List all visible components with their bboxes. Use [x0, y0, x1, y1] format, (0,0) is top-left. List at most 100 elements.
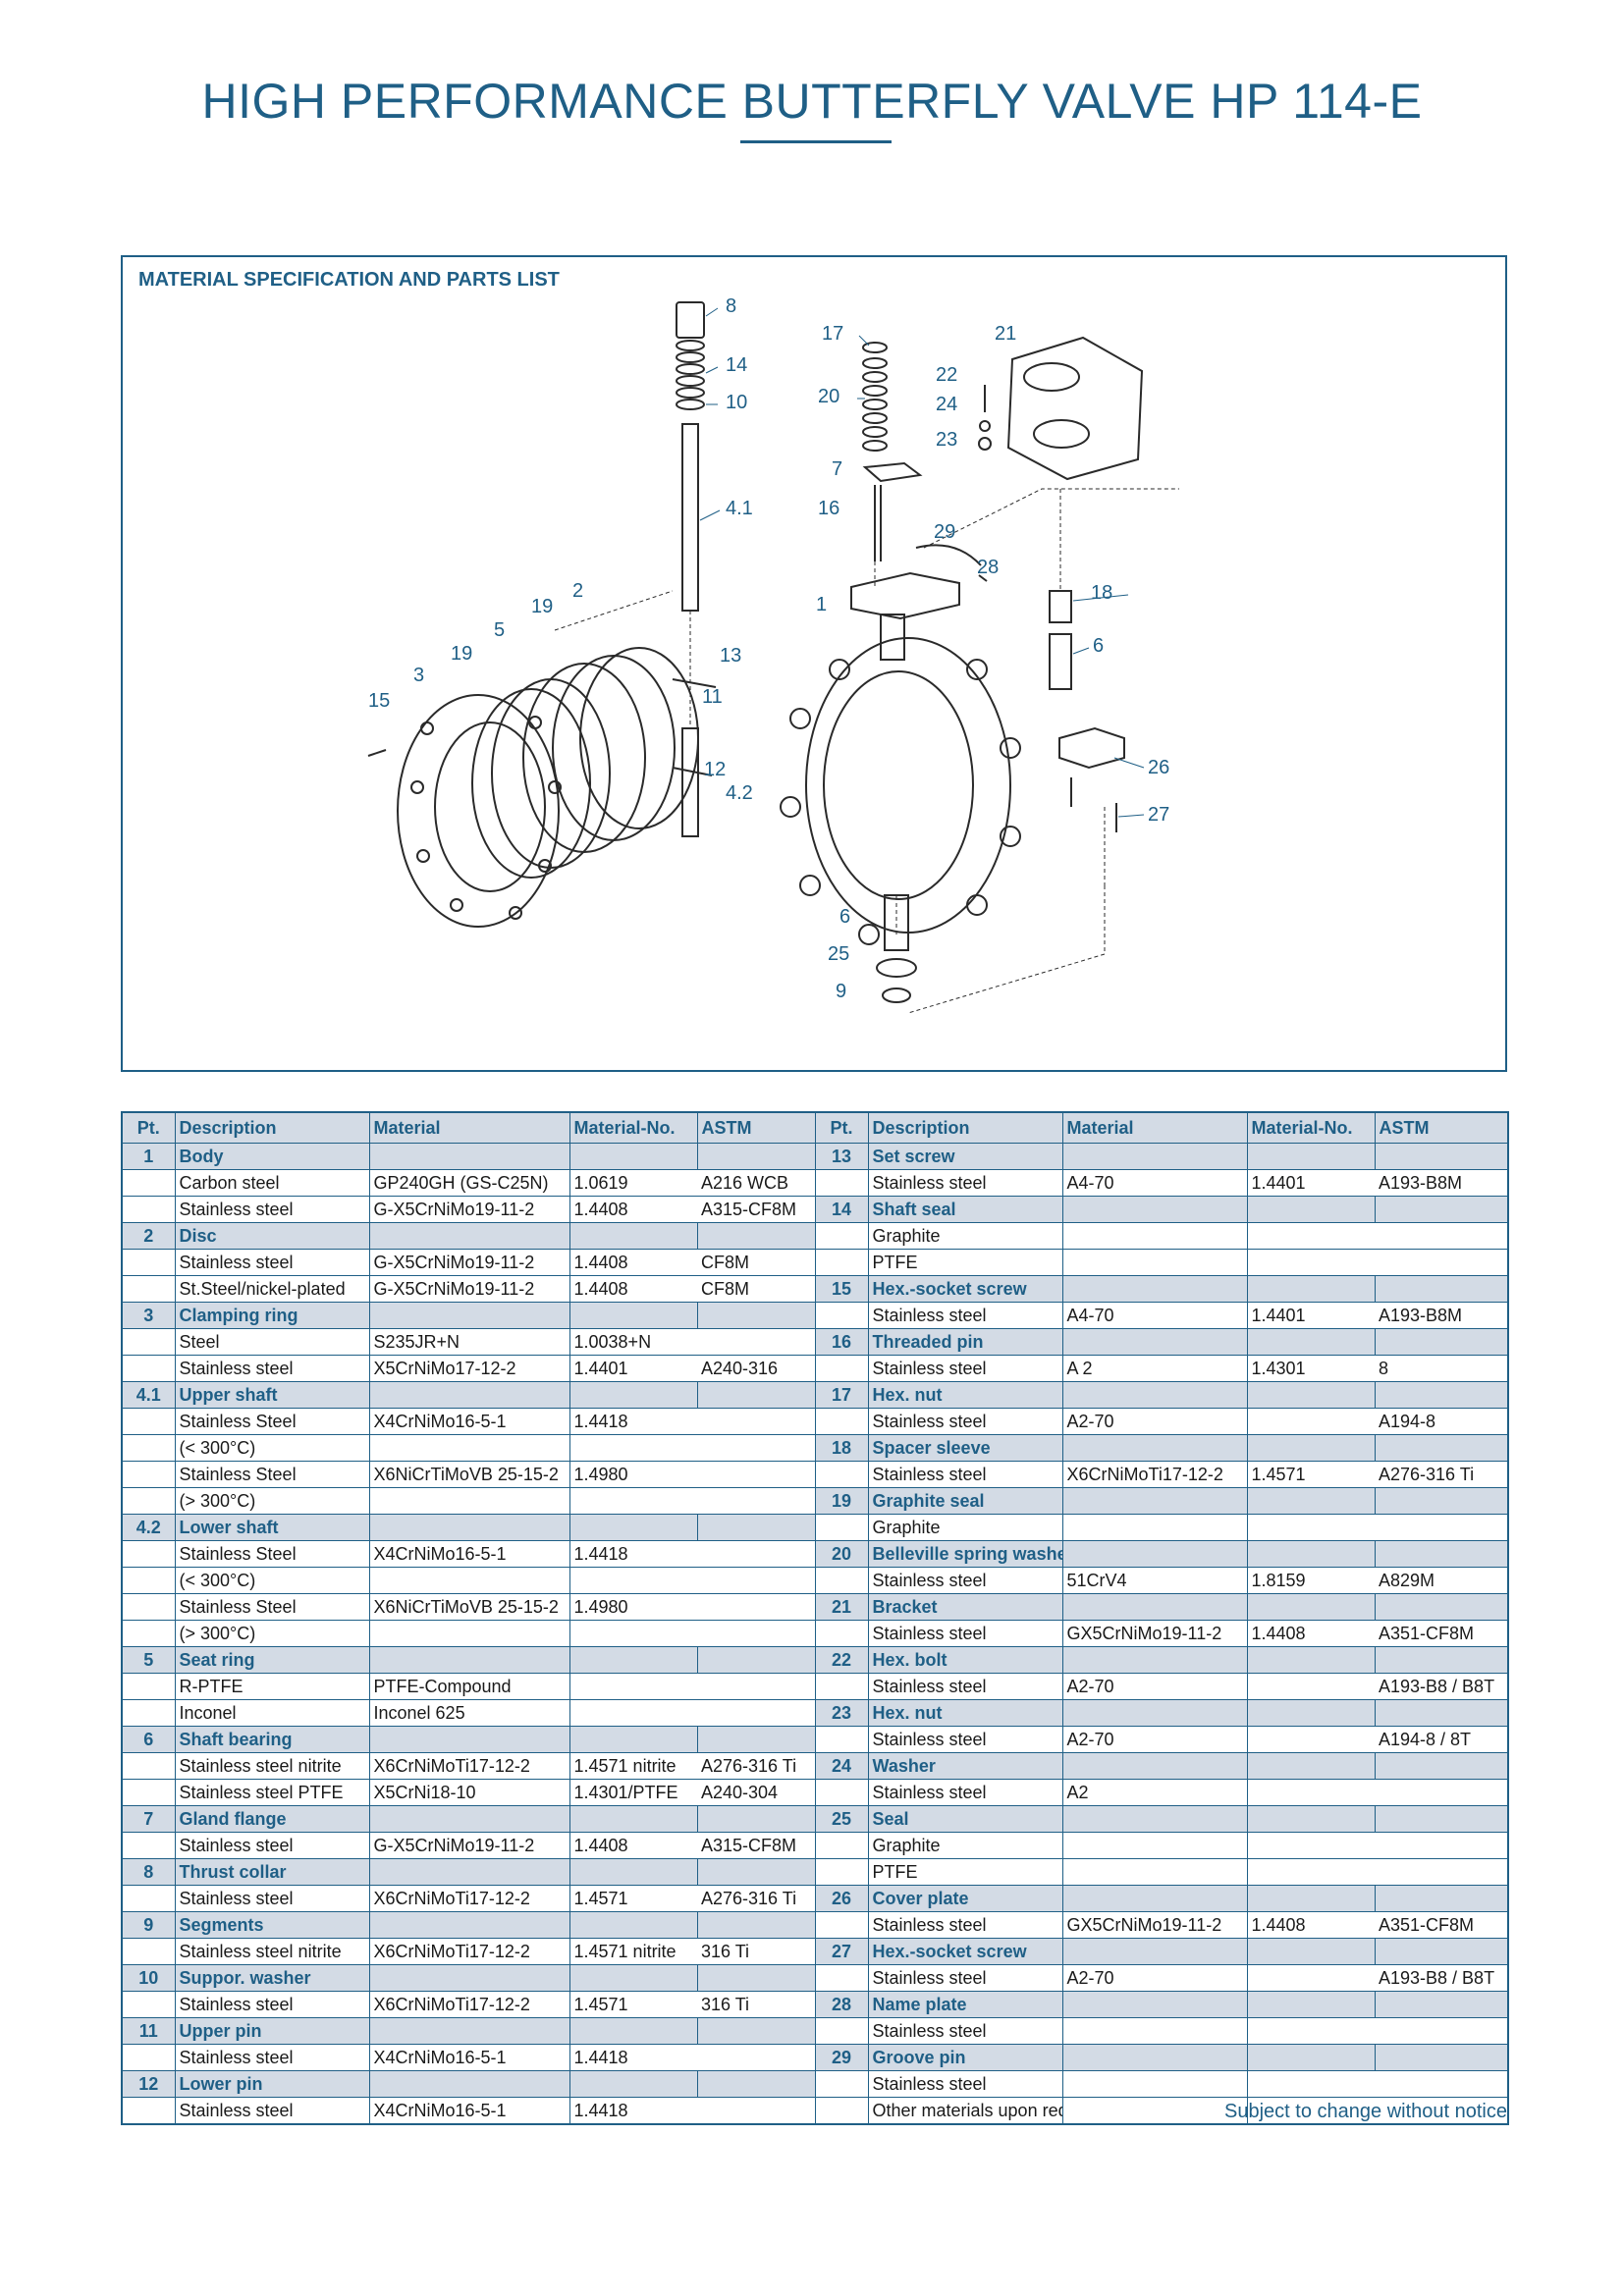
material-number-left [569, 1487, 697, 1515]
header-astm-right: ASTM [1374, 1111, 1509, 1144]
astm-left [697, 1540, 815, 1568]
material-description-right: Graphite [867, 1514, 1063, 1541]
astm-left: A276-316 Ti [697, 1752, 815, 1780]
material-number-right [1247, 1726, 1375, 1753]
empty-cell [1374, 1275, 1509, 1303]
callout-29: 29 [934, 521, 955, 543]
material-description-right: Stainless steel [867, 1169, 1063, 1197]
astm-right: A193-B8M [1375, 1169, 1508, 1197]
part-number-empty-left [121, 1434, 176, 1462]
material-number-right: 1.4301 [1247, 1355, 1375, 1382]
header-material-left: Material [368, 1111, 570, 1144]
part-number-empty-right [814, 2097, 869, 2125]
empty-cell [568, 1646, 698, 1674]
callout-17: 17 [822, 323, 843, 345]
material-description-left: Stainless steel [174, 2044, 370, 2071]
material-right: A2-70 [1061, 1673, 1248, 1700]
part-number-right: 19 [814, 1487, 869, 1515]
parts-list-table: Pt. Description Material Material-No. AS… [121, 1111, 1509, 2125]
astm-right [1375, 1514, 1508, 1541]
part-number-left: 3 [121, 1302, 176, 1329]
empty-cell [1374, 1540, 1509, 1568]
part-number-left: 1 [121, 1143, 176, 1170]
callout-21: 21 [995, 323, 1016, 345]
callout-6-upper: 6 [1093, 635, 1104, 657]
material-description-right: Graphite [867, 1832, 1063, 1859]
part-number-right: 24 [814, 1752, 869, 1780]
part-number-empty-left [121, 1540, 176, 1568]
material-left: S235JR+N [368, 1328, 570, 1356]
empty-cell [568, 1805, 698, 1833]
part-number-empty-left [121, 1567, 176, 1594]
material-left: G-X5CrNiMo19-11-2 [368, 1196, 570, 1223]
empty-cell [1374, 1434, 1509, 1462]
part-name-left: Upper pin [174, 2017, 370, 2045]
material-description-left: (< 300°C) [174, 1567, 370, 1594]
material-number-right: 1.4571 [1247, 1461, 1375, 1488]
material-number-right [1247, 1779, 1375, 1806]
empty-cell [1246, 1752, 1376, 1780]
part-number-left: 10 [121, 1964, 176, 1992]
empty-cell [1246, 1593, 1376, 1621]
part-number-empty-left [121, 1620, 176, 1647]
part-number-empty-left [121, 1196, 176, 1223]
material-left: G-X5CrNiMo19-11-2 [368, 1275, 570, 1303]
empty-cell [1246, 1938, 1376, 1965]
material-number-left: 1.4418 [569, 1408, 697, 1435]
astm-left [697, 1434, 815, 1462]
material-description-right: Stainless steel [867, 1620, 1063, 1647]
material-number-right [1247, 2017, 1375, 2045]
part-number-right: 25 [814, 1805, 869, 1833]
part-name-right: Hex.-socket screw [867, 1275, 1063, 1303]
empty-cell [1061, 1699, 1248, 1727]
part-number-right: 17 [814, 1381, 869, 1409]
astm-left [697, 1408, 815, 1435]
astm-left [697, 1461, 815, 1488]
material-description-left: Stainless steel PTFE [174, 1779, 370, 1806]
callout-2: 2 [572, 580, 583, 602]
astm-right [1375, 1858, 1508, 1886]
part-number-empty-left [121, 1991, 176, 2018]
empty-cell [1246, 1196, 1376, 1223]
astm-right: A351-CF8M [1375, 1911, 1508, 1939]
empty-cell [696, 1381, 816, 1409]
astm-left [697, 1328, 815, 1356]
astm-right [1375, 1779, 1508, 1806]
material-description-right: Stainless steel [867, 1355, 1063, 1382]
callout-6-lower: 6 [839, 906, 850, 928]
part-name-left: Upper shaft [174, 1381, 370, 1409]
empty-cell [1061, 1434, 1248, 1462]
empty-cell [1246, 1540, 1376, 1568]
part-name-right: Seal [867, 1805, 1063, 1833]
bracket-shape [1006, 336, 1144, 481]
empty-cell [568, 1514, 698, 1541]
part-name-right: Name plate [867, 1991, 1063, 2018]
material-right [1061, 2070, 1248, 2098]
header-pt-left: Pt. [121, 1111, 176, 1144]
astm-right [1375, 1249, 1508, 1276]
material-description-left: St.Steel/nickel-plated [174, 1275, 370, 1303]
material-description-right: Other materials upon request [867, 2097, 1063, 2125]
astm-left: A216 WCB [697, 1169, 815, 1197]
empty-cell [1061, 1540, 1248, 1568]
astm-right: A276-316 Ti [1375, 1461, 1508, 1488]
part-name-right: Cover plate [867, 1885, 1063, 1912]
empty-cell [1374, 1143, 1509, 1170]
empty-cell [368, 1858, 570, 1886]
empty-cell [1061, 2044, 1248, 2071]
header-description-right: Description [867, 1111, 1063, 1144]
material-right [1061, 1514, 1248, 1541]
callout-24: 24 [936, 394, 957, 415]
header-description-left: Description [174, 1111, 370, 1144]
material-number-left [569, 1434, 697, 1462]
part-number-empty-right [814, 1355, 869, 1382]
empty-cell [696, 1646, 816, 1674]
part-number-left: 4.1 [121, 1381, 176, 1409]
